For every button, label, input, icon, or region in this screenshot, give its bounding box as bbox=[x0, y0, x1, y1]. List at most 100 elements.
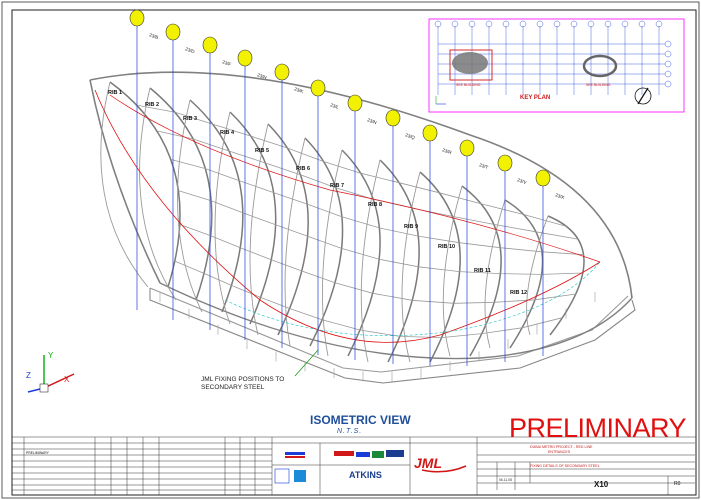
gridline-label: 23/L bbox=[330, 102, 340, 110]
fixing-positions-line bbox=[224, 261, 601, 336]
rib-arc-front bbox=[139, 87, 177, 301]
gridline-bubble bbox=[497, 154, 513, 172]
gridline-label: 23/T bbox=[479, 162, 489, 170]
rib-arc-front bbox=[484, 199, 506, 349]
rib-arc-front bbox=[177, 99, 203, 313]
shell-top-edge bbox=[89, 71, 633, 299]
gridline-label: 23/K bbox=[294, 86, 304, 94]
project-title: DUBAI METRO PROJECT - RED LINE bbox=[530, 445, 593, 449]
ucs-axis-icon: Y X Z bbox=[26, 351, 75, 393]
rib-arc-front bbox=[360, 159, 381, 363]
key-plan-bubble bbox=[434, 20, 442, 28]
purlin bbox=[178, 190, 583, 275]
status-stamp: PRELIMINARY bbox=[509, 413, 687, 443]
rib-arc-front bbox=[442, 185, 463, 357]
drawing-description: FIXING DETAILS OF SECONDARY STEEL bbox=[530, 464, 600, 468]
gridline-bubble bbox=[274, 63, 290, 81]
gridline-label: 23/N bbox=[367, 117, 378, 125]
drawing-number: X10 bbox=[594, 480, 609, 489]
rib-arc-front bbox=[401, 171, 421, 363]
gridline-bubble bbox=[237, 49, 253, 67]
rib-arc-front bbox=[321, 149, 343, 357]
key-plan-bubble bbox=[570, 20, 578, 28]
revision-entry: PRELIMINARY bbox=[26, 451, 49, 455]
purlin bbox=[174, 260, 563, 339]
rib-label: RIB 6 bbox=[296, 166, 310, 172]
rib-label: RIB 4 bbox=[220, 130, 235, 136]
fixing-line-lower bbox=[94, 89, 601, 343]
title-block bbox=[12, 436, 696, 495]
svg-text:X: X bbox=[64, 375, 70, 384]
rib-arc-front bbox=[100, 81, 149, 288]
key-plan-bubble bbox=[468, 20, 476, 28]
rib-arc bbox=[504, 199, 544, 349]
gridline-label: 23/D bbox=[185, 46, 196, 54]
scale-note: N.T.S. bbox=[337, 428, 363, 435]
fixing-line-upper bbox=[109, 94, 601, 263]
key-plan-bubble bbox=[664, 80, 672, 88]
key-plan-bubble bbox=[621, 20, 629, 28]
svg-text:Z: Z bbox=[26, 371, 31, 380]
key-plan-bubble bbox=[664, 60, 672, 68]
key-plan-bubble bbox=[553, 20, 561, 28]
rib-arc-front bbox=[284, 137, 306, 347]
key-plan-bubble bbox=[664, 50, 672, 58]
rib-label: RIB 5 bbox=[255, 148, 269, 154]
contractor-logo: JML bbox=[414, 455, 442, 471]
purlin bbox=[136, 104, 567, 227]
drawing-date: 06.11.08 bbox=[499, 478, 512, 482]
purlin bbox=[170, 159, 584, 256]
rib-label: RIB 10 bbox=[438, 244, 455, 250]
rib-arc-front bbox=[214, 111, 231, 325]
revision-code: R0 bbox=[674, 481, 681, 487]
key-plan-bubble bbox=[502, 20, 510, 28]
rib-arc bbox=[304, 137, 344, 347]
rib-arc bbox=[341, 149, 381, 357]
key-plan-bubble bbox=[587, 20, 595, 28]
fixing-note-line1: JML FIXING POSITIONS TO bbox=[201, 376, 285, 383]
project-title-line2: ENTRANCES bbox=[548, 450, 571, 454]
key-plan-bubble bbox=[638, 20, 646, 28]
rib-label: RIB 8 bbox=[368, 202, 382, 208]
consultant-name: ATKINS bbox=[349, 470, 382, 480]
key-plan-bubble bbox=[451, 20, 459, 28]
drawing-title: ISOMETRIC VIEW bbox=[310, 413, 411, 427]
rib-arc bbox=[419, 171, 461, 363]
key-plan-bubble bbox=[655, 20, 663, 28]
rib-arc bbox=[267, 123, 309, 336]
key-plan-bubble bbox=[604, 20, 612, 28]
gridline-label: 23/B bbox=[149, 32, 159, 40]
north-arrow-icon bbox=[634, 87, 652, 105]
consultant-logos bbox=[274, 450, 467, 484]
rib-arc bbox=[379, 159, 420, 363]
rib-arc bbox=[461, 185, 502, 357]
fixing-note: JML FIXING POSITIONS TO SECONDARY STEEL bbox=[201, 376, 284, 392]
rib-arc bbox=[109, 81, 181, 288]
rib-arc bbox=[547, 215, 585, 336]
gridline-bubbles: 23/B23/D23/F23/H23/K23/L23/N23/Q23/R23/T… bbox=[129, 9, 565, 366]
gridline-label: 23/X bbox=[555, 192, 565, 200]
gridline-bubble bbox=[347, 94, 363, 112]
isometric-structure bbox=[89, 71, 636, 384]
rib-arc bbox=[149, 87, 213, 301]
gridline-bubble bbox=[535, 169, 551, 187]
key-plan-highlight bbox=[449, 49, 493, 81]
key-plan-bubble bbox=[519, 20, 527, 28]
rib-label: RIB 2 bbox=[145, 102, 159, 108]
gridline-bubble bbox=[459, 139, 475, 157]
rib-label: RIB 9 bbox=[404, 224, 418, 230]
svg-text:Y: Y bbox=[48, 351, 54, 360]
rib-label: RIB 1 bbox=[108, 90, 122, 96]
rib-label: RIB 12 bbox=[510, 290, 527, 296]
shell-front-edge bbox=[89, 79, 161, 284]
rib-label: RIB 3 bbox=[183, 116, 197, 122]
fixing-note-line2: SECONDARY STEEL bbox=[201, 384, 265, 391]
gridline-bubble bbox=[202, 36, 218, 54]
key-plan-bubble bbox=[485, 20, 493, 28]
key-plan-title: KEY PLAN bbox=[520, 95, 551, 101]
gridline-label: 23/F bbox=[222, 59, 232, 67]
base-segments bbox=[159, 292, 596, 382]
gridline-bubble bbox=[310, 79, 326, 97]
gridline-bubble bbox=[385, 109, 401, 127]
rib-arc-front bbox=[249, 123, 269, 336]
